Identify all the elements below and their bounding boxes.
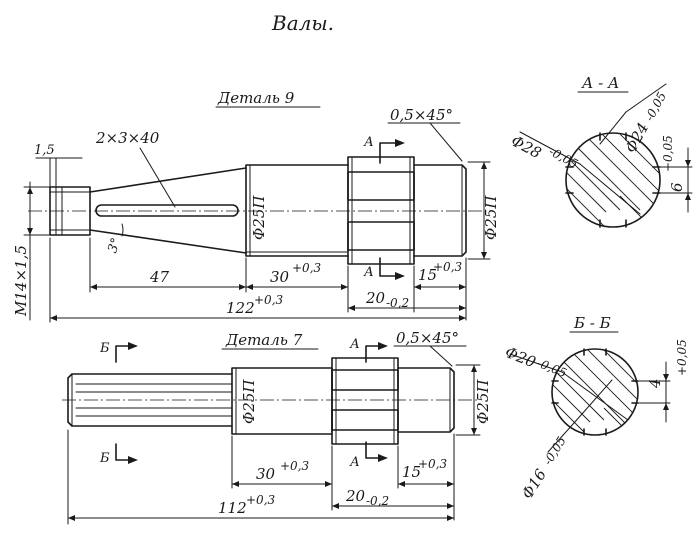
page-title: Валы. [271, 11, 334, 35]
part9-dia2: Φ25П [482, 195, 500, 240]
part9-chamfer: 0,5×45° [390, 106, 453, 124]
part9-len15: 15 [418, 266, 437, 284]
part7-len20-tol: -0,2 [366, 494, 389, 508]
part7-label: Деталь 7 [225, 331, 303, 349]
section-aa: А - А Φ28 -0,05 Φ24 -0,05 6 +0,05 [508, 74, 693, 228]
section-aa-d-inner-tol: -0,05 [642, 90, 669, 124]
section-bb-d-outer-tol: -0,05 [535, 356, 569, 381]
part9-len20: 20 [365, 289, 386, 307]
part9-label: Деталь 9 [217, 89, 295, 107]
section-bb-d-outer: Φ20 [503, 343, 539, 372]
section-bb-d-inner-tol: -0,05 [541, 434, 569, 468]
part9-len20-tol: -0,2 [386, 296, 409, 310]
part7-cut-a-top: А [349, 337, 360, 352]
part9-len30: 30 [270, 268, 290, 286]
part9-len30-tol: +0,3 [292, 261, 322, 275]
part7-len30-tol: +0,3 [280, 459, 310, 473]
part7-chamfer: 0,5×45° [396, 329, 459, 347]
part7-len15: 15 [402, 463, 421, 481]
section-aa-label: А - А [581, 74, 619, 92]
part7-len15-tol: +0,3 [418, 457, 448, 471]
part9-cut-a-bottom: А [363, 265, 374, 280]
part7-drawing: Деталь 7 А А Б Б [62, 329, 492, 525]
part7-len112: 112 [218, 499, 247, 517]
part7-cut-b-bottom: Б [99, 451, 110, 466]
section-aa-width-tol: +0,05 [661, 135, 675, 172]
section-bb: Б - Б Φ20 -0,05 Φ16 -0,05 4 +0,05 [503, 314, 689, 502]
part9-cut-a-top: А [363, 135, 374, 150]
section-bb-d-inner: Φ16 [518, 466, 550, 503]
part9-drawing: Деталь 9 А А 0,5×4 [12, 89, 500, 323]
section-bb-label: Б - Б [573, 314, 611, 332]
part7-cut-a-bottom: А [349, 455, 360, 470]
part7-cut-b-top: Б [99, 341, 110, 356]
part7-len20: 20 [345, 487, 366, 505]
section-bb-width-tol: +0,05 [675, 339, 689, 376]
part9-thread: М14×1,5 [12, 245, 30, 317]
part7-dia1: Φ25П [240, 379, 258, 424]
part9-angle: 3° [105, 236, 124, 255]
part9-len-end: 1,5 [34, 143, 55, 158]
section-aa-width: 6 [668, 182, 686, 192]
section-aa-d-outer: Φ28 [508, 132, 544, 163]
section-bb-width: 4 [646, 378, 664, 389]
part7-len30: 30 [256, 465, 276, 483]
part9-len47: 47 [149, 268, 170, 286]
part9-len122-tol: +0,3 [254, 293, 284, 307]
part7-len112-tol: +0,3 [246, 493, 276, 507]
part7-dia2: Φ25П [474, 379, 492, 424]
part9-dia1: Φ25П [250, 195, 268, 240]
part9-keyway: 2×3×40 [95, 129, 160, 147]
section-aa-d-outer-tol: -0,05 [547, 144, 581, 171]
part9-len15-tol: +0,3 [433, 260, 463, 274]
section-aa-d-inner: Φ24 [622, 120, 653, 156]
part9-len122: 122 [226, 299, 255, 317]
